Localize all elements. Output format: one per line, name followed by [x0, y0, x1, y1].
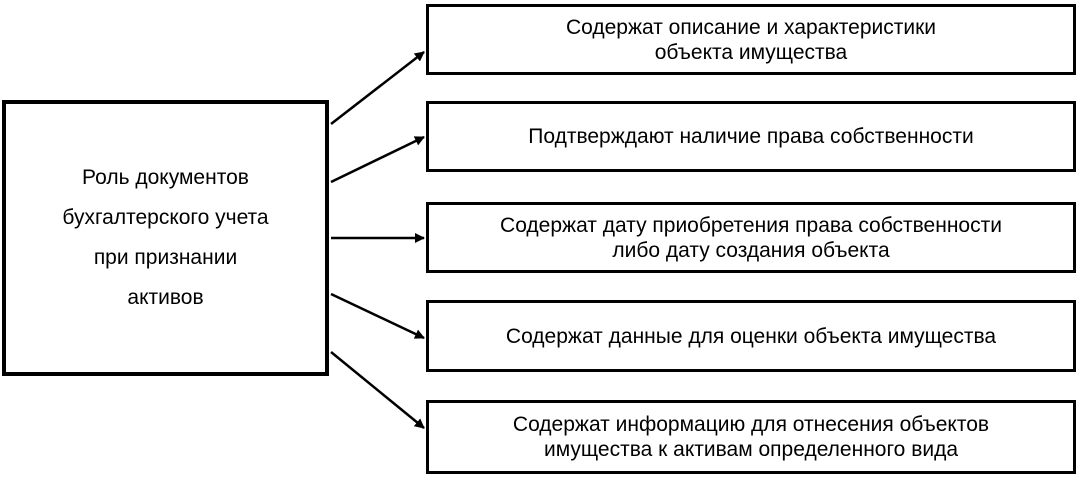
target-line: объекта имущества — [654, 40, 848, 64]
target-line: Содержат описание и характеристики — [565, 15, 937, 39]
arrow-to-target-2 — [330, 135, 425, 184]
target-box-valuation: Содержат данные для оценки объекта имуще… — [426, 300, 1076, 372]
target-box-ownership: Подтверждают наличие права собственности — [426, 101, 1076, 172]
target-box-description: Содержат описание и характеристики объек… — [426, 4, 1076, 75]
target-line: Содержат информацию для отнесения объект… — [512, 413, 990, 436]
target-box-date: Содержат дату приобретения права собстве… — [426, 202, 1076, 273]
arrow-to-target-1 — [330, 51, 425, 125]
arrow-to-target-5 — [330, 351, 425, 429]
source-line: Роль документов — [82, 166, 249, 189]
source-line: активов — [127, 286, 204, 309]
source-line: при признании — [93, 246, 238, 269]
target-line: Содержат данные для оценки объекта имуще… — [505, 324, 997, 348]
source-box: Роль документов бухгалтерского учета при… — [2, 100, 329, 376]
target-line: Содержат дату приобретения права собстве… — [500, 213, 1002, 237]
source-line: бухгалтерского учета — [62, 206, 269, 229]
target-line: имущества к активам определенного вида — [543, 438, 959, 461]
target-line: либо дату создания объекта — [612, 238, 890, 262]
target-line: Подтверждают наличие права собственности — [528, 125, 974, 148]
arrow-to-target-4 — [330, 292, 425, 340]
target-box-classification: Содержат информацию для отнесения объект… — [426, 400, 1076, 474]
